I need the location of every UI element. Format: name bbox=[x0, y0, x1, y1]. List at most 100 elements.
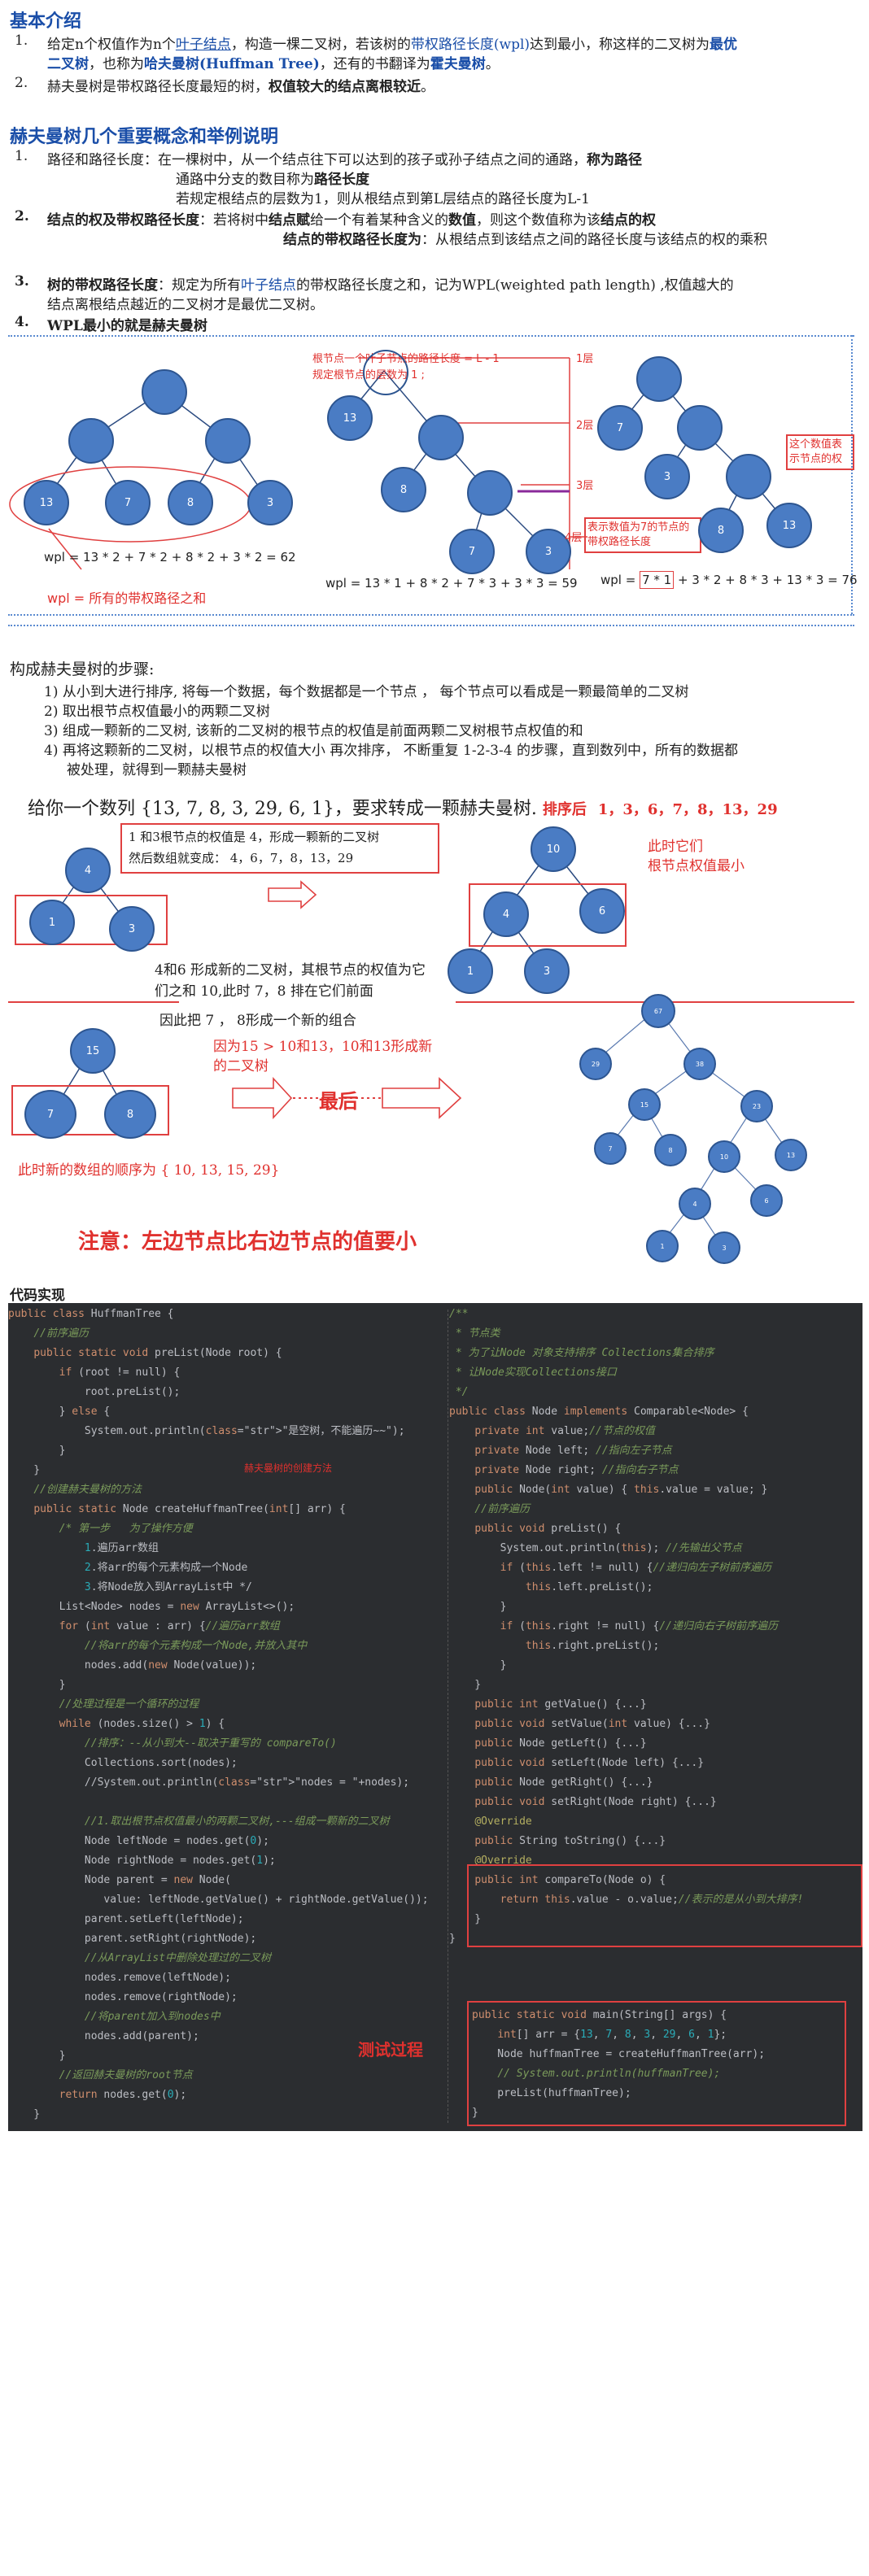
intro-best-term: 最优 bbox=[710, 37, 738, 53]
code-line: public static void preList(Node root) { bbox=[33, 1347, 282, 1359]
leaf-node-link[interactable]: 叶子结点 bbox=[175, 37, 231, 53]
step-4b: 被处理，就得到一颗赫夫曼树 bbox=[67, 762, 247, 778]
code-line: //排序：--从小到大--取决于重写的 compareTo() bbox=[84, 1737, 337, 1750]
tree3-leaf-13: 13 bbox=[766, 503, 812, 548]
sorted-label: 排序后 bbox=[542, 801, 587, 818]
code-line: public void setValue(int value) {...} bbox=[474, 1718, 710, 1730]
final-node-6: 6 bbox=[750, 1184, 783, 1217]
note-now-a: 此时它们 bbox=[648, 839, 703, 855]
ex-node-6: 6 bbox=[579, 888, 625, 934]
mid-line2: 们之和 10,此时 7，8 排在它们前面 bbox=[155, 983, 373, 1000]
intro-p1-e: ，也称为 bbox=[89, 56, 144, 72]
main-box bbox=[467, 2001, 846, 2126]
tree1-root-node bbox=[142, 369, 187, 415]
code-line: //从ArrayList中删除处理过的二叉树 bbox=[84, 1952, 272, 1964]
intro-huo-term: 霍夫曼树 bbox=[430, 56, 486, 72]
code-line: } bbox=[8, 2050, 66, 2062]
code-right-pane[interactable]: /** * 节点类 * 为了让Node 对象支持排序 Collections集合… bbox=[449, 1305, 861, 1949]
code-line: if (this.left != null) {//递归向左子树前序遍历 bbox=[500, 1562, 772, 1574]
tree3-leaf-7: 7 bbox=[597, 405, 643, 451]
intro-p2: 赫夫曼树是带权路径长度最短的树，权值较大的结点离根较近。 bbox=[47, 75, 434, 95]
code-line: System.out.println(class="str">"是空树，不能遍历… bbox=[8, 1425, 405, 1437]
code-line: //前序遍历 bbox=[33, 1327, 89, 1340]
intro-p1-f: ，还有的书翻译为 bbox=[319, 56, 430, 72]
concept-2-line2: 结点的带权路径长度为：从根结点到该结点之间的路径长度与该结点的权的乘积 bbox=[283, 228, 767, 248]
code-line: System.out.println(this); //先输出父节点 bbox=[449, 1542, 742, 1554]
tree2-leaf-13: 13 bbox=[327, 395, 373, 441]
ex-node-3b: 3 bbox=[524, 948, 570, 994]
code-line: public int compareTo(Node o) { bbox=[474, 1874, 666, 1886]
code-heading: 代码实现 bbox=[10, 1288, 65, 1304]
final-node-29: 29 bbox=[579, 1048, 612, 1080]
tree3-note: 这个数值表示节点的权 bbox=[786, 434, 854, 470]
code-line: 2.将arr的每个元素构成一个Node bbox=[84, 1562, 248, 1574]
compareto-box bbox=[467, 1864, 862, 1947]
code-panel bbox=[8, 1303, 862, 2131]
concept-2-text3: ，则这个数值称为该 bbox=[476, 212, 600, 229]
ex-node-8: 8 bbox=[104, 1090, 156, 1139]
tree2-leaf-8: 8 bbox=[381, 467, 426, 512]
concept-2-number: 2. bbox=[15, 208, 29, 224]
code-line: /** bbox=[449, 1308, 469, 1320]
concept-2-line2-text: ：从根结点到该结点之间的路径长度与该结点的权的乘积 bbox=[421, 232, 767, 248]
code-line: } bbox=[8, 1464, 41, 1476]
code-line: private Node left; //指向左子节点 bbox=[474, 1445, 672, 1457]
concept-1-line2-text: 通路中分支的数目称为 bbox=[176, 172, 314, 188]
intro-p1-c: 达到最小，称这样的二叉树为 bbox=[530, 37, 710, 53]
code-line: 3.将Node放入到ArrayList中 */ bbox=[84, 1581, 252, 1593]
code-line: this.right.preList(); bbox=[525, 1640, 660, 1652]
code-line: return this.value - o.value;//表示的是从小到大排序… bbox=[500, 1894, 804, 1906]
intro-wpl-term: 带权路径长度(wpl) bbox=[410, 37, 531, 53]
tree2-root-node bbox=[363, 350, 408, 395]
ex-node-3: 3 bbox=[109, 906, 155, 952]
step-2: 2) 取出根节点权值最小的两颗二叉树 bbox=[44, 704, 270, 720]
concept-2-b2: 数值 bbox=[448, 212, 476, 229]
final-node-67: 67 bbox=[641, 994, 675, 1028]
intro-p2-number: 2. bbox=[15, 75, 28, 91]
concept-4: WPL最小的就是赫夫曼树 bbox=[47, 318, 207, 334]
code-line: } bbox=[449, 1933, 456, 1945]
concept-3-text: ：规定为所有 bbox=[158, 277, 241, 294]
code-line: // System.out.println(huffmanTree); bbox=[497, 2068, 721, 2080]
example-title-text: 给你一个数列 {13, 7, 8, 3, 29, 6, 1}，要求转成一颗赫夫曼… bbox=[28, 799, 537, 819]
final-node-13: 13 bbox=[775, 1139, 807, 1171]
code-line: nodes.add(new Node(value)); bbox=[8, 1659, 257, 1672]
concept-3: 树的带权路径长度：规定为所有叶子结点的带权路径长度之和，记为WPL(weight… bbox=[47, 273, 734, 294]
code-left-pane[interactable]: public class HuffmanTree { //前序遍历 public… bbox=[8, 1305, 444, 2125]
steps-heading: 构成赫夫曼树的步骤: bbox=[10, 660, 155, 678]
concept-1: 路径和路径长度：在一棵树中，从一个结点往下可以达到的孩子或孙子结点之间的通路，称… bbox=[47, 148, 642, 168]
diagram1-right-border bbox=[851, 335, 853, 614]
code-line: } bbox=[8, 1445, 66, 1457]
diagram1-bottom-border bbox=[8, 614, 854, 616]
tree3-formula-a: wpl = bbox=[600, 573, 640, 587]
concept-2-text2: 给一个有着某种含义的 bbox=[310, 212, 448, 229]
mid-line3: 因此把 7 ， 8形成一个新的组合 bbox=[159, 1013, 356, 1029]
final-node-8: 8 bbox=[654, 1134, 687, 1166]
diagram1-top-border bbox=[8, 335, 854, 337]
sorted-values: 1，3，6，7，8，13，29 bbox=[597, 801, 778, 818]
concept-3-link[interactable]: 叶子结点 bbox=[241, 277, 296, 294]
code-line: } else { bbox=[8, 1406, 111, 1418]
code-line: parent.setRight(rightNode); bbox=[8, 1933, 257, 1945]
tree2-note1: 根节点一个叶子节点的路径长度 = L - 1 bbox=[312, 353, 500, 365]
ex-node-15: 15 bbox=[70, 1028, 116, 1074]
final-node-1: 1 bbox=[646, 1230, 679, 1262]
example-box1-l2: 然后数组就变成： 4，6，7，8，13，29 bbox=[129, 851, 354, 865]
intro-binary-tree: 二叉树 bbox=[47, 56, 89, 72]
code-main-pane[interactable]: public static void main(String[] args) {… bbox=[472, 2006, 843, 2123]
tree1-left-node bbox=[68, 418, 114, 464]
intro-p1-line1: 给定n个权值作为n个叶子结点，构造一棵二叉树，若该树的带权路径长度(wpl)达到… bbox=[47, 33, 737, 53]
code-line: public String toString() {...} bbox=[474, 1835, 666, 1847]
code-line: List<Node> nodes = new ArrayList<>(); bbox=[8, 1601, 295, 1613]
code-line: * 为了让Node 对象支持排序 Collections集合排序 bbox=[449, 1347, 714, 1359]
ex-node-7: 7 bbox=[24, 1090, 76, 1139]
tree3-formula: wpl = 7 * 1 + 3 * 2 + 8 * 3 + 13 * 3 = 7… bbox=[600, 571, 858, 589]
code-line: public Node getRight() {...} bbox=[474, 1776, 653, 1789]
tree3-root-node bbox=[636, 356, 682, 402]
code-line: } bbox=[8, 1679, 66, 1691]
code-line: Node leftNode = nodes.get(0); bbox=[8, 1835, 269, 1847]
code-line: private int value;//节点的权值 bbox=[474, 1425, 655, 1437]
concept-3-label: 树的带权路径长度 bbox=[47, 277, 158, 294]
example-box1 bbox=[120, 823, 439, 874]
code-line: //创建赫夫曼树的方法 bbox=[33, 1484, 142, 1496]
